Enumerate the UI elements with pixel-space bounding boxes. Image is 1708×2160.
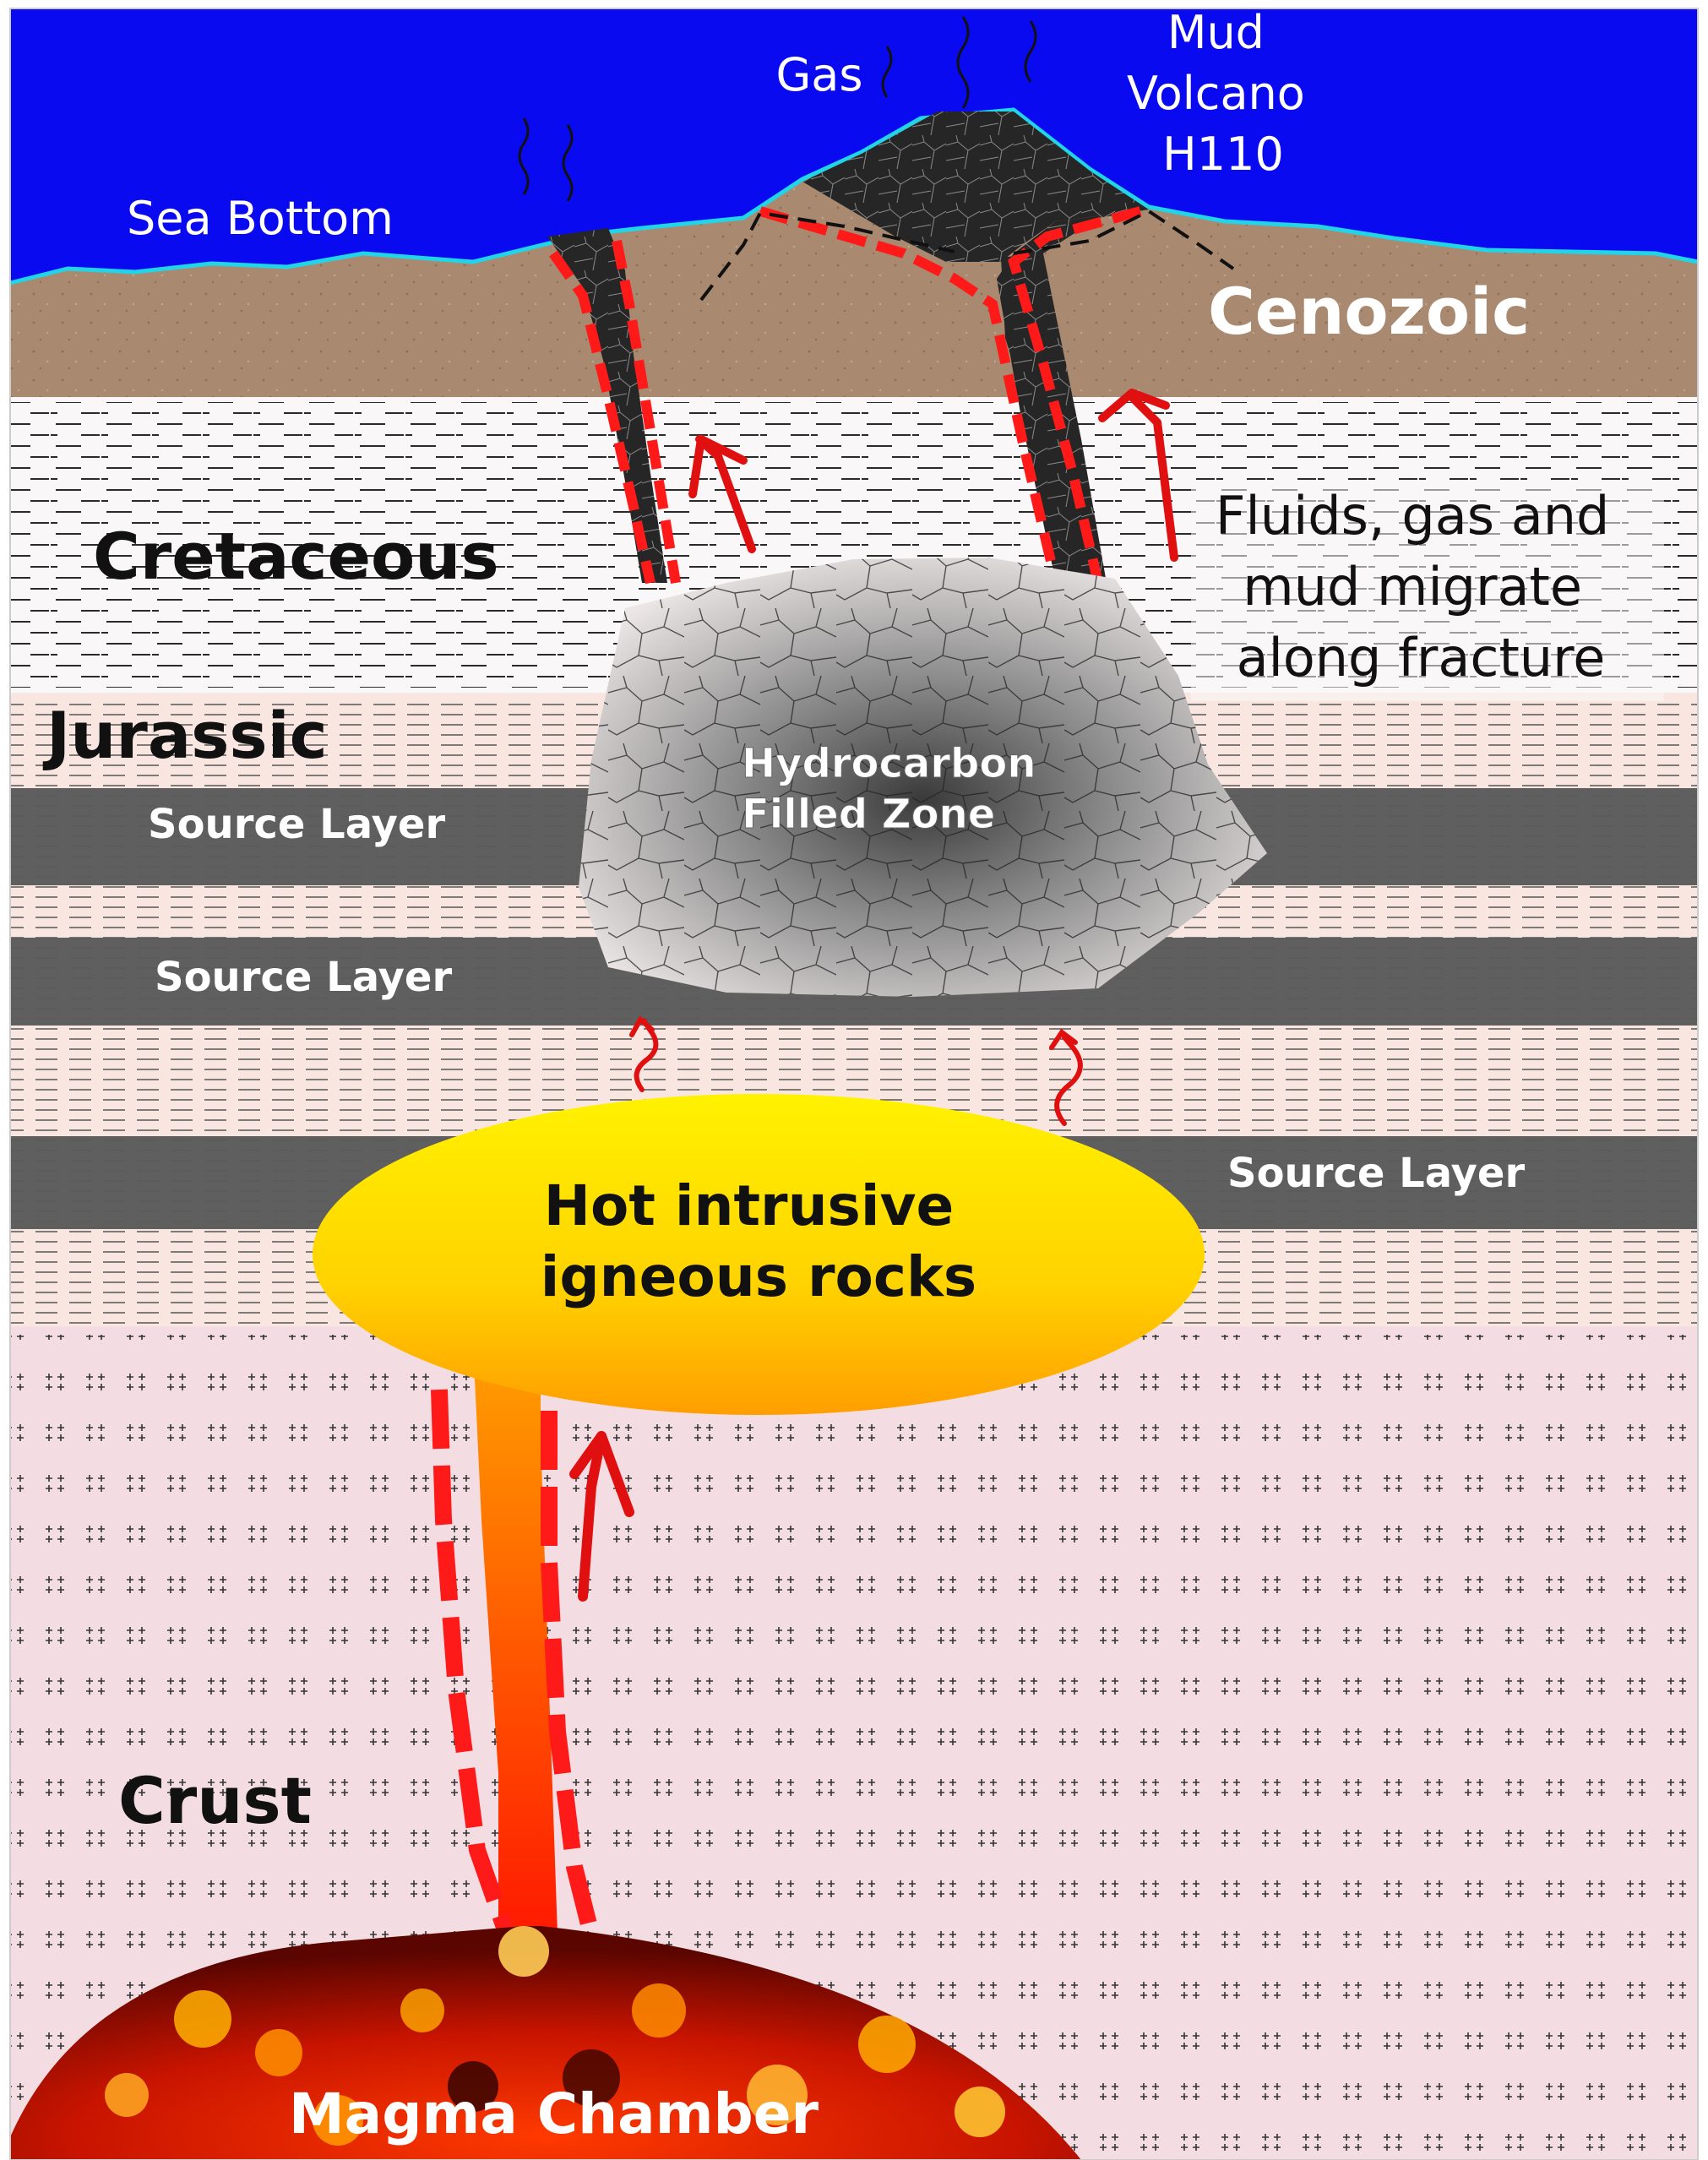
main-conduit-left-fracture [759, 206, 1061, 585]
feeder-up-arrow [569, 1431, 634, 1602]
left-conduit-left-fracture [549, 250, 655, 585]
diagram-border [9, 8, 1699, 2160]
heat-squiggle-arrows [629, 1015, 1083, 1126]
label-source-layer-2: Source Layer [155, 954, 452, 1001]
main-conduit-right-fracture [1008, 206, 1142, 585]
label-crust: Crust [118, 1763, 312, 1838]
left-conduit-right-fracture [612, 239, 681, 584]
label-hot-intrusive-line-2: igneous rocks [541, 1244, 976, 1309]
label-hydrocarbon-line-1: Hydrocarbon [742, 740, 1036, 787]
hot-intrusive-igneous-rocks [313, 1094, 1205, 1415]
feeder-right-fracture [541, 1411, 600, 1937]
label-jurassic: Jurassic [42, 698, 328, 773]
label-fluids-group: Fluids, gas and mud migrate along fractu… [1191, 482, 1664, 701]
volcano-dashed-fault-left [699, 210, 955, 302]
volcano-dashed-fault-right [1013, 209, 1235, 270]
label-magma-chamber: Magma Chamber [289, 2081, 819, 2146]
migration-arrows-upper [688, 389, 1178, 562]
label-mud-volcano-line-2: Volcano [1127, 67, 1305, 120]
label-fluids-line-2: mud migrate [1243, 556, 1582, 618]
feeder-dike [473, 1343, 558, 1934]
hydrocarbon-crack-texture [579, 558, 1267, 997]
magma-hotspots [105, 1926, 1005, 2146]
label-cretaceous: Cretaceous [93, 519, 499, 594]
gas-wisps [518, 16, 1037, 202]
label-mud-volcano-line-1: Mud [1167, 6, 1265, 59]
label-gas: Gas [775, 48, 862, 101]
label-sea-bottom: Sea Bottom [127, 192, 394, 245]
label-hot-intrusive: Hot intrusive igneous rocks [541, 1173, 976, 1309]
label-source-layer-3: Source Layer [1227, 1150, 1525, 1197]
label-mud-volcano: Mud Volcano H110 [1127, 6, 1319, 181]
label-mud-volcano-line-3: H110 [1162, 128, 1284, 181]
label-source-layer-1: Source Layer [148, 801, 445, 848]
label-hydrocarbon-line-2: Filled Zone [742, 791, 995, 838]
label-hot-intrusive-line-1: Hot intrusive [544, 1173, 955, 1238]
label-cenozoic: Cenozoic [1208, 274, 1530, 349]
label-fluids: Fluids, gas and mud migrate along fractu… [1216, 485, 1626, 688]
sea-bottom-line [9, 107, 1699, 286]
label-fluids-line-3: along fracture [1237, 627, 1606, 688]
left-conduit [547, 228, 667, 583]
mud-volcano-body [802, 112, 1149, 262]
label-fluids-line-1: Fluids, gas and [1216, 485, 1609, 547]
main-conduit [1001, 253, 1098, 583]
cenozoic-layer [10, 110, 1698, 397]
magma-chamber [10, 1926, 1081, 2160]
label-hydrocarbon-zone: Hydrocarbon Filled Zone [742, 740, 1050, 838]
feeder-left-fracture [431, 1389, 515, 1938]
sea-water [10, 8, 1698, 283]
